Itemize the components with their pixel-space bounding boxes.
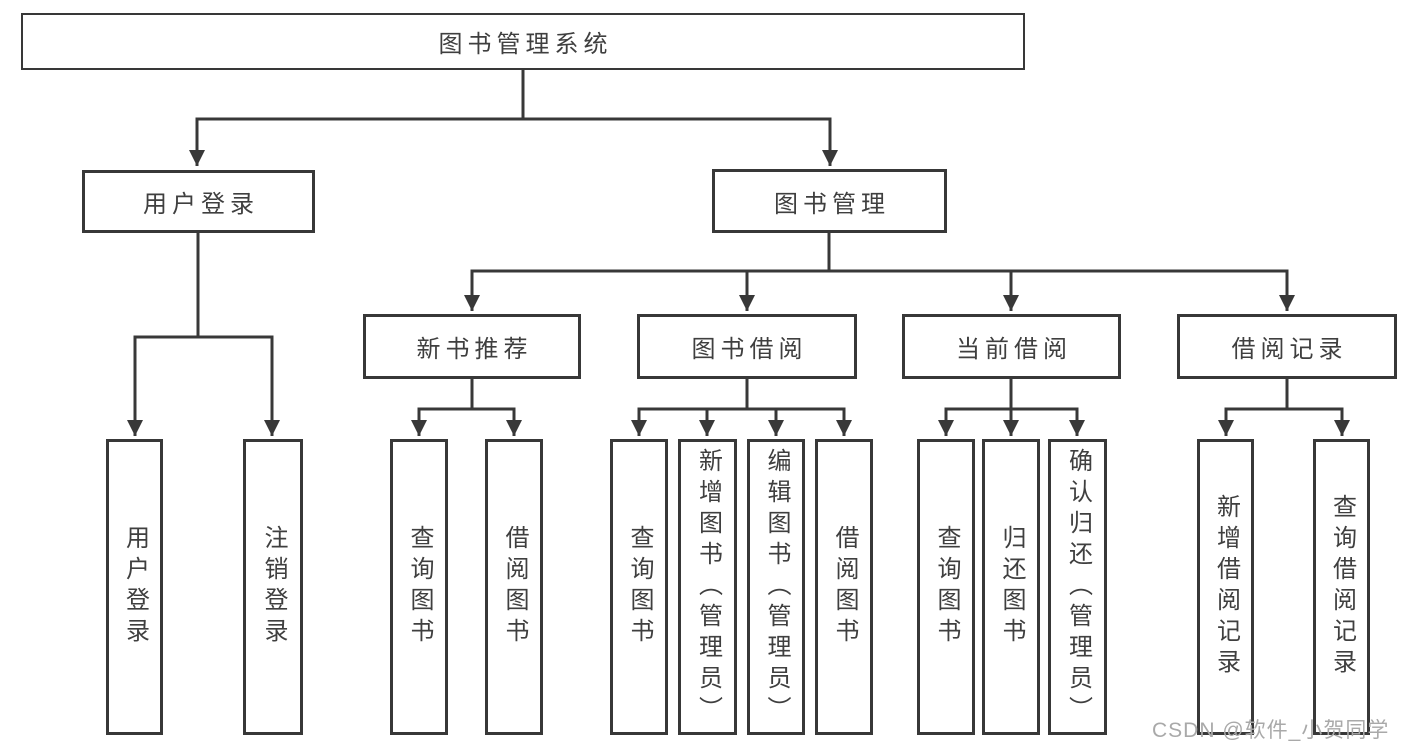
node-label: 新增图书（管理员） xyxy=(694,447,722,727)
csdn-watermark: CSDN @软件_小贺同学 xyxy=(1152,719,1390,742)
leaf-return-book: 归还图书 xyxy=(982,439,1040,735)
node-book-borrowing: 图书借阅 xyxy=(637,314,857,379)
node-label: 查询图书 xyxy=(626,525,653,649)
node-label: 借阅图书 xyxy=(831,525,858,649)
node-label: 用户登录 xyxy=(143,191,259,218)
leaf-query-books-recommend: 查询图书 xyxy=(390,439,448,735)
leaf-user-login: 用户登录 xyxy=(106,439,163,735)
leaf-edit-book-admin: 编辑图书（管理员） xyxy=(747,439,805,735)
node-label: 图书管理系统 xyxy=(438,31,613,58)
leaf-borrow-books-recommend: 借阅图书 xyxy=(485,439,543,735)
leaf-query-books-current: 查询图书 xyxy=(917,439,975,735)
node-label: 注销登录 xyxy=(260,525,287,649)
node-label: 编辑图书（管理员） xyxy=(763,447,790,727)
node-label: 图书管理 xyxy=(774,190,890,218)
node-new-book-recommend: 新书推荐 xyxy=(363,314,581,379)
node-label: 用户登录 xyxy=(121,525,149,649)
leaf-query-borrow-record: 查询借阅记录 xyxy=(1313,439,1370,735)
node-label: 查询图书 xyxy=(406,525,433,649)
node-label: 图书借阅 xyxy=(691,336,808,363)
node-label: 查询图书 xyxy=(933,525,960,649)
node-label: 归还图书 xyxy=(998,525,1025,649)
node-label: 当前借阅 xyxy=(956,336,1072,363)
leaf-query-books-borrow: 查询图书 xyxy=(610,439,668,735)
leaf-add-book-admin: 新增图书（管理员） xyxy=(678,439,737,735)
node-label: 确认归还（管理员） xyxy=(1064,447,1092,727)
node-library-management-system: 图书管理系统 xyxy=(21,13,1025,70)
node-label: 新增借阅记录 xyxy=(1212,494,1240,680)
node-label: 借阅图书 xyxy=(501,525,528,649)
node-user-login: 用户登录 xyxy=(82,170,315,233)
node-book-management: 图书管理 xyxy=(712,169,947,233)
leaf-confirm-return-admin: 确认归还（管理员） xyxy=(1048,439,1107,735)
node-label: 新书推荐 xyxy=(416,336,533,363)
node-label: 借阅记录 xyxy=(1231,336,1348,363)
leaf-borrow-books: 借阅图书 xyxy=(815,439,873,735)
node-label: 查询借阅记录 xyxy=(1328,494,1356,680)
leaf-logout-login: 注销登录 xyxy=(243,439,303,735)
node-current-borrowing: 当前借阅 xyxy=(902,314,1121,379)
node-borrowing-records: 借阅记录 xyxy=(1177,314,1397,379)
leaf-add-borrow-record: 新增借阅记录 xyxy=(1197,439,1254,735)
